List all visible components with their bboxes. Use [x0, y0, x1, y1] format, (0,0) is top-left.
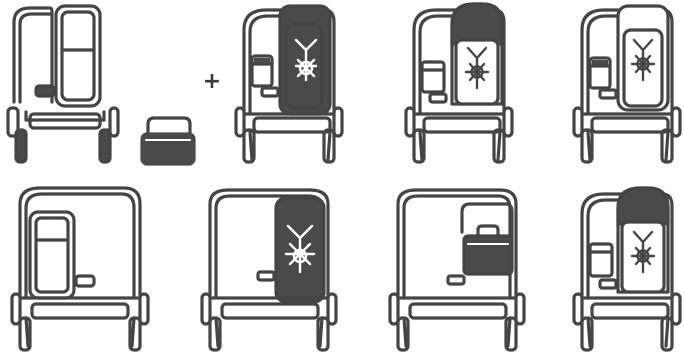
twin-stroller-light-seat-right-icon — [574, 6, 680, 162]
bassinet-accessory-icon — [142, 118, 194, 164]
wide-stroller-bassinet-right-icon — [390, 190, 524, 350]
plus-sign: + — [203, 69, 221, 94]
wide-stroller-cot-left-icon — [12, 188, 148, 350]
twin-stroller-hooded-seat-right-alt-icon — [574, 188, 680, 350]
stroller-frame-with-carrycot-icon — [8, 6, 118, 162]
wide-stroller-seat-right-icon — [202, 190, 336, 350]
twin-stroller-dark-seat-right-icon — [236, 6, 342, 162]
twin-stroller-hooded-seat-right-icon — [406, 4, 512, 162]
